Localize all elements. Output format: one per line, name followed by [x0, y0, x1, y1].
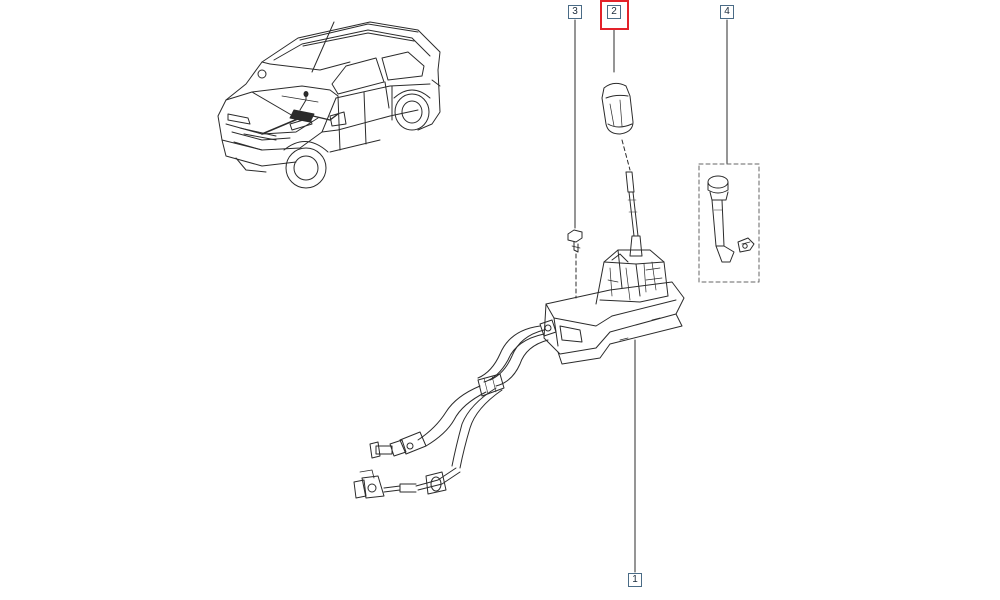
shifter-housing-part	[539, 249, 685, 365]
gear-shift-cables	[353, 325, 549, 499]
callout-3[interactable]: 3	[568, 5, 582, 19]
callout-2-selection-highlight[interactable]	[600, 0, 629, 30]
gear-boot-kit-part	[698, 19, 760, 283]
bolt-part	[567, 19, 583, 299]
gear-lever-rod	[625, 171, 643, 257]
vehicle-locator-illustration	[217, 21, 441, 189]
callout-1[interactable]: 1	[628, 573, 642, 587]
gear-knob-part	[601, 29, 634, 135]
callout-2[interactable]: 2	[607, 5, 621, 19]
callout-4[interactable]: 4	[720, 5, 734, 19]
